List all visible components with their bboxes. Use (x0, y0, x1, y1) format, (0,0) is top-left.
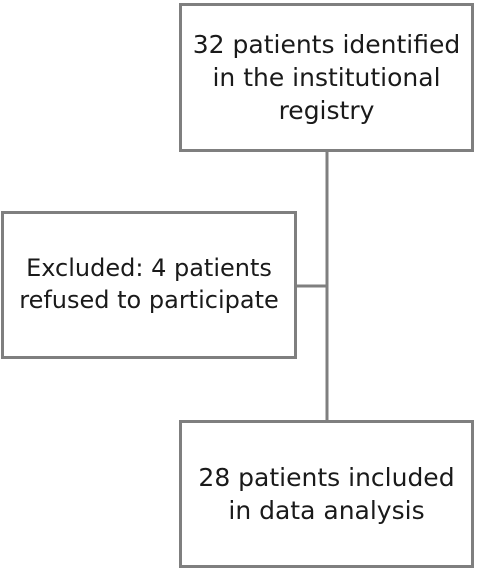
excluded-box: Excluded: 4 patients refused to particip… (1, 211, 297, 359)
included-box-text: 28 patients included in data analysis (198, 461, 454, 527)
included-box: 28 patients included in data analysis (179, 420, 474, 568)
excluded-line-1: Excluded: 4 patients (26, 254, 272, 283)
included-line-2: in data analysis (228, 496, 425, 525)
excluded-line-2: refused to participate (19, 286, 279, 314)
registry-line-2: in the institutional (212, 63, 441, 92)
included-line-1: 28 patients included (198, 463, 455, 492)
registry-line-3: registry (278, 96, 375, 125)
registry-box-text: 32 patients identified in the institutio… (193, 28, 460, 127)
registry-box: 32 patients identified in the institutio… (179, 3, 474, 152)
excluded-box-text: Excluded: 4 patients refused to particip… (19, 253, 279, 316)
registry-line-1: 32 patients identified (192, 30, 461, 59)
